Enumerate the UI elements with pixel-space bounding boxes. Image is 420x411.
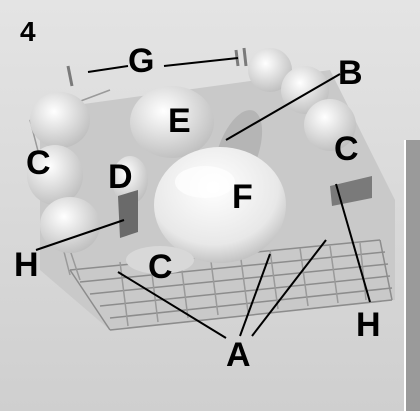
cup-holder-left bbox=[118, 190, 138, 238]
cup-left-bottom bbox=[40, 197, 100, 253]
cup-right-back-1 bbox=[248, 48, 292, 92]
callout-g: G bbox=[128, 42, 155, 80]
callout-b: B bbox=[338, 54, 363, 92]
callout-c-bottom: C bbox=[148, 248, 173, 286]
figure-number: 4 bbox=[20, 16, 36, 47]
leader-g-right bbox=[163, 57, 239, 67]
callout-a: A bbox=[226, 336, 251, 374]
bowl bbox=[130, 86, 214, 158]
leader-h-right bbox=[335, 183, 371, 303]
callout-c-right: C bbox=[334, 130, 359, 168]
small-cup bbox=[112, 156, 148, 204]
rack-front-wires bbox=[119, 242, 367, 327]
callout-h-left: H bbox=[14, 246, 39, 284]
callout-c-left: C bbox=[26, 144, 51, 182]
callout-d: D bbox=[108, 158, 133, 196]
plate-bottom bbox=[126, 246, 194, 274]
leader-g-left bbox=[87, 65, 129, 73]
adjacent-figure-edge bbox=[404, 140, 420, 411]
leader-a-3 bbox=[251, 239, 327, 337]
cup-left-top bbox=[30, 92, 90, 148]
leader-b bbox=[225, 73, 341, 141]
leader-h-left bbox=[35, 219, 125, 251]
callout-h-right: H bbox=[356, 306, 381, 344]
leader-lines bbox=[35, 57, 371, 339]
callout-f: F bbox=[232, 178, 253, 216]
large-plate-highlight bbox=[175, 166, 235, 198]
cup-left-middle bbox=[27, 145, 83, 205]
cup-right-back-3 bbox=[304, 99, 356, 151]
leader-a-1 bbox=[117, 271, 227, 339]
leader-a-2 bbox=[239, 253, 271, 337]
callout-e: E bbox=[168, 102, 191, 140]
adjacent-figure-border bbox=[404, 140, 406, 411]
large-plate bbox=[154, 147, 286, 263]
